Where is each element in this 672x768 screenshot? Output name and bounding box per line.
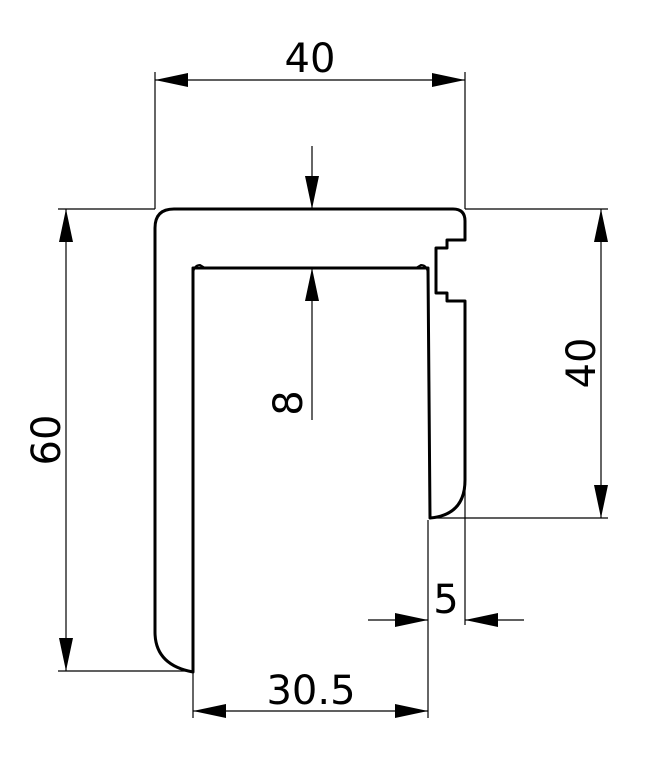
- right-height-label: 40: [559, 338, 605, 389]
- profile-outline: [153, 207, 467, 674]
- flange-arrow-right: [465, 613, 498, 627]
- right-arrow-top: [594, 209, 608, 242]
- left-arrow-bottom: [59, 638, 73, 671]
- inner-arrow-right: [395, 704, 428, 718]
- left-arrow-top: [59, 209, 73, 242]
- inner-width-label: 30.5: [266, 668, 355, 714]
- top-width-label: 40: [285, 36, 336, 82]
- inner-arrow-left: [193, 704, 226, 718]
- inner-lip-left: [192, 263, 206, 277]
- wall-thickness-label: 8: [266, 390, 312, 415]
- left-height-label: 60: [24, 415, 70, 466]
- flange-width-label: 5: [433, 577, 458, 623]
- top-arrow-right: [432, 73, 465, 87]
- top-arrow-left: [155, 73, 188, 87]
- thickness-arrow-top: [305, 176, 319, 209]
- inner-lip-right: [415, 263, 429, 277]
- right-arrow-bottom: [594, 485, 608, 518]
- thickness-arrow-bottom: [305, 268, 319, 301]
- flange-arrow-left: [395, 613, 428, 627]
